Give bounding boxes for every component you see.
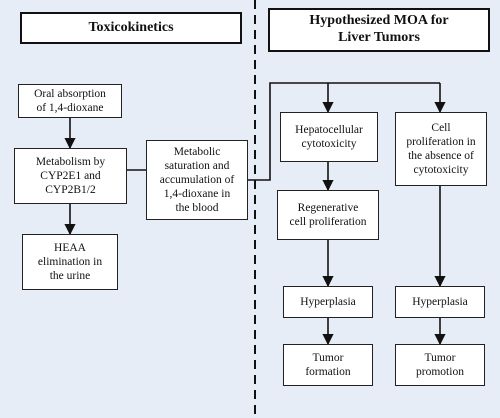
box-hyperplasia-left: Hyperplasia [283, 286, 373, 318]
box-tumor-formation: Tumor formation [283, 344, 373, 386]
box-cell-proliferation-no-cytotoxicity: Cell proliferation in the absence of cyt… [395, 112, 487, 186]
box-oral-absorption: Oral absorption of 1,4-dioxane [18, 84, 122, 118]
box-regenerative-proliferation: Regenerative cell proliferation [277, 190, 379, 240]
header-toxicokinetics: Toxicokinetics [20, 12, 242, 44]
line-saturation-to-moa [248, 82, 440, 181]
header-hypothesized-moa: Hypothesized MOA for Liver Tumors [268, 8, 490, 52]
box-metabolic-saturation: Metabolic saturation and accumulation of… [146, 140, 248, 220]
box-heaa-elimination: HEAA elimination in the urine [22, 234, 118, 290]
box-hyperplasia-right: Hyperplasia [395, 286, 485, 318]
box-tumor-promotion: Tumor promotion [395, 344, 485, 386]
box-hepatocellular-cytotoxicity: Hepatocellular cytotoxicity [280, 112, 378, 162]
box-metabolism: Metabolism by CYP2E1 and CYP2B1/2 [14, 148, 127, 204]
